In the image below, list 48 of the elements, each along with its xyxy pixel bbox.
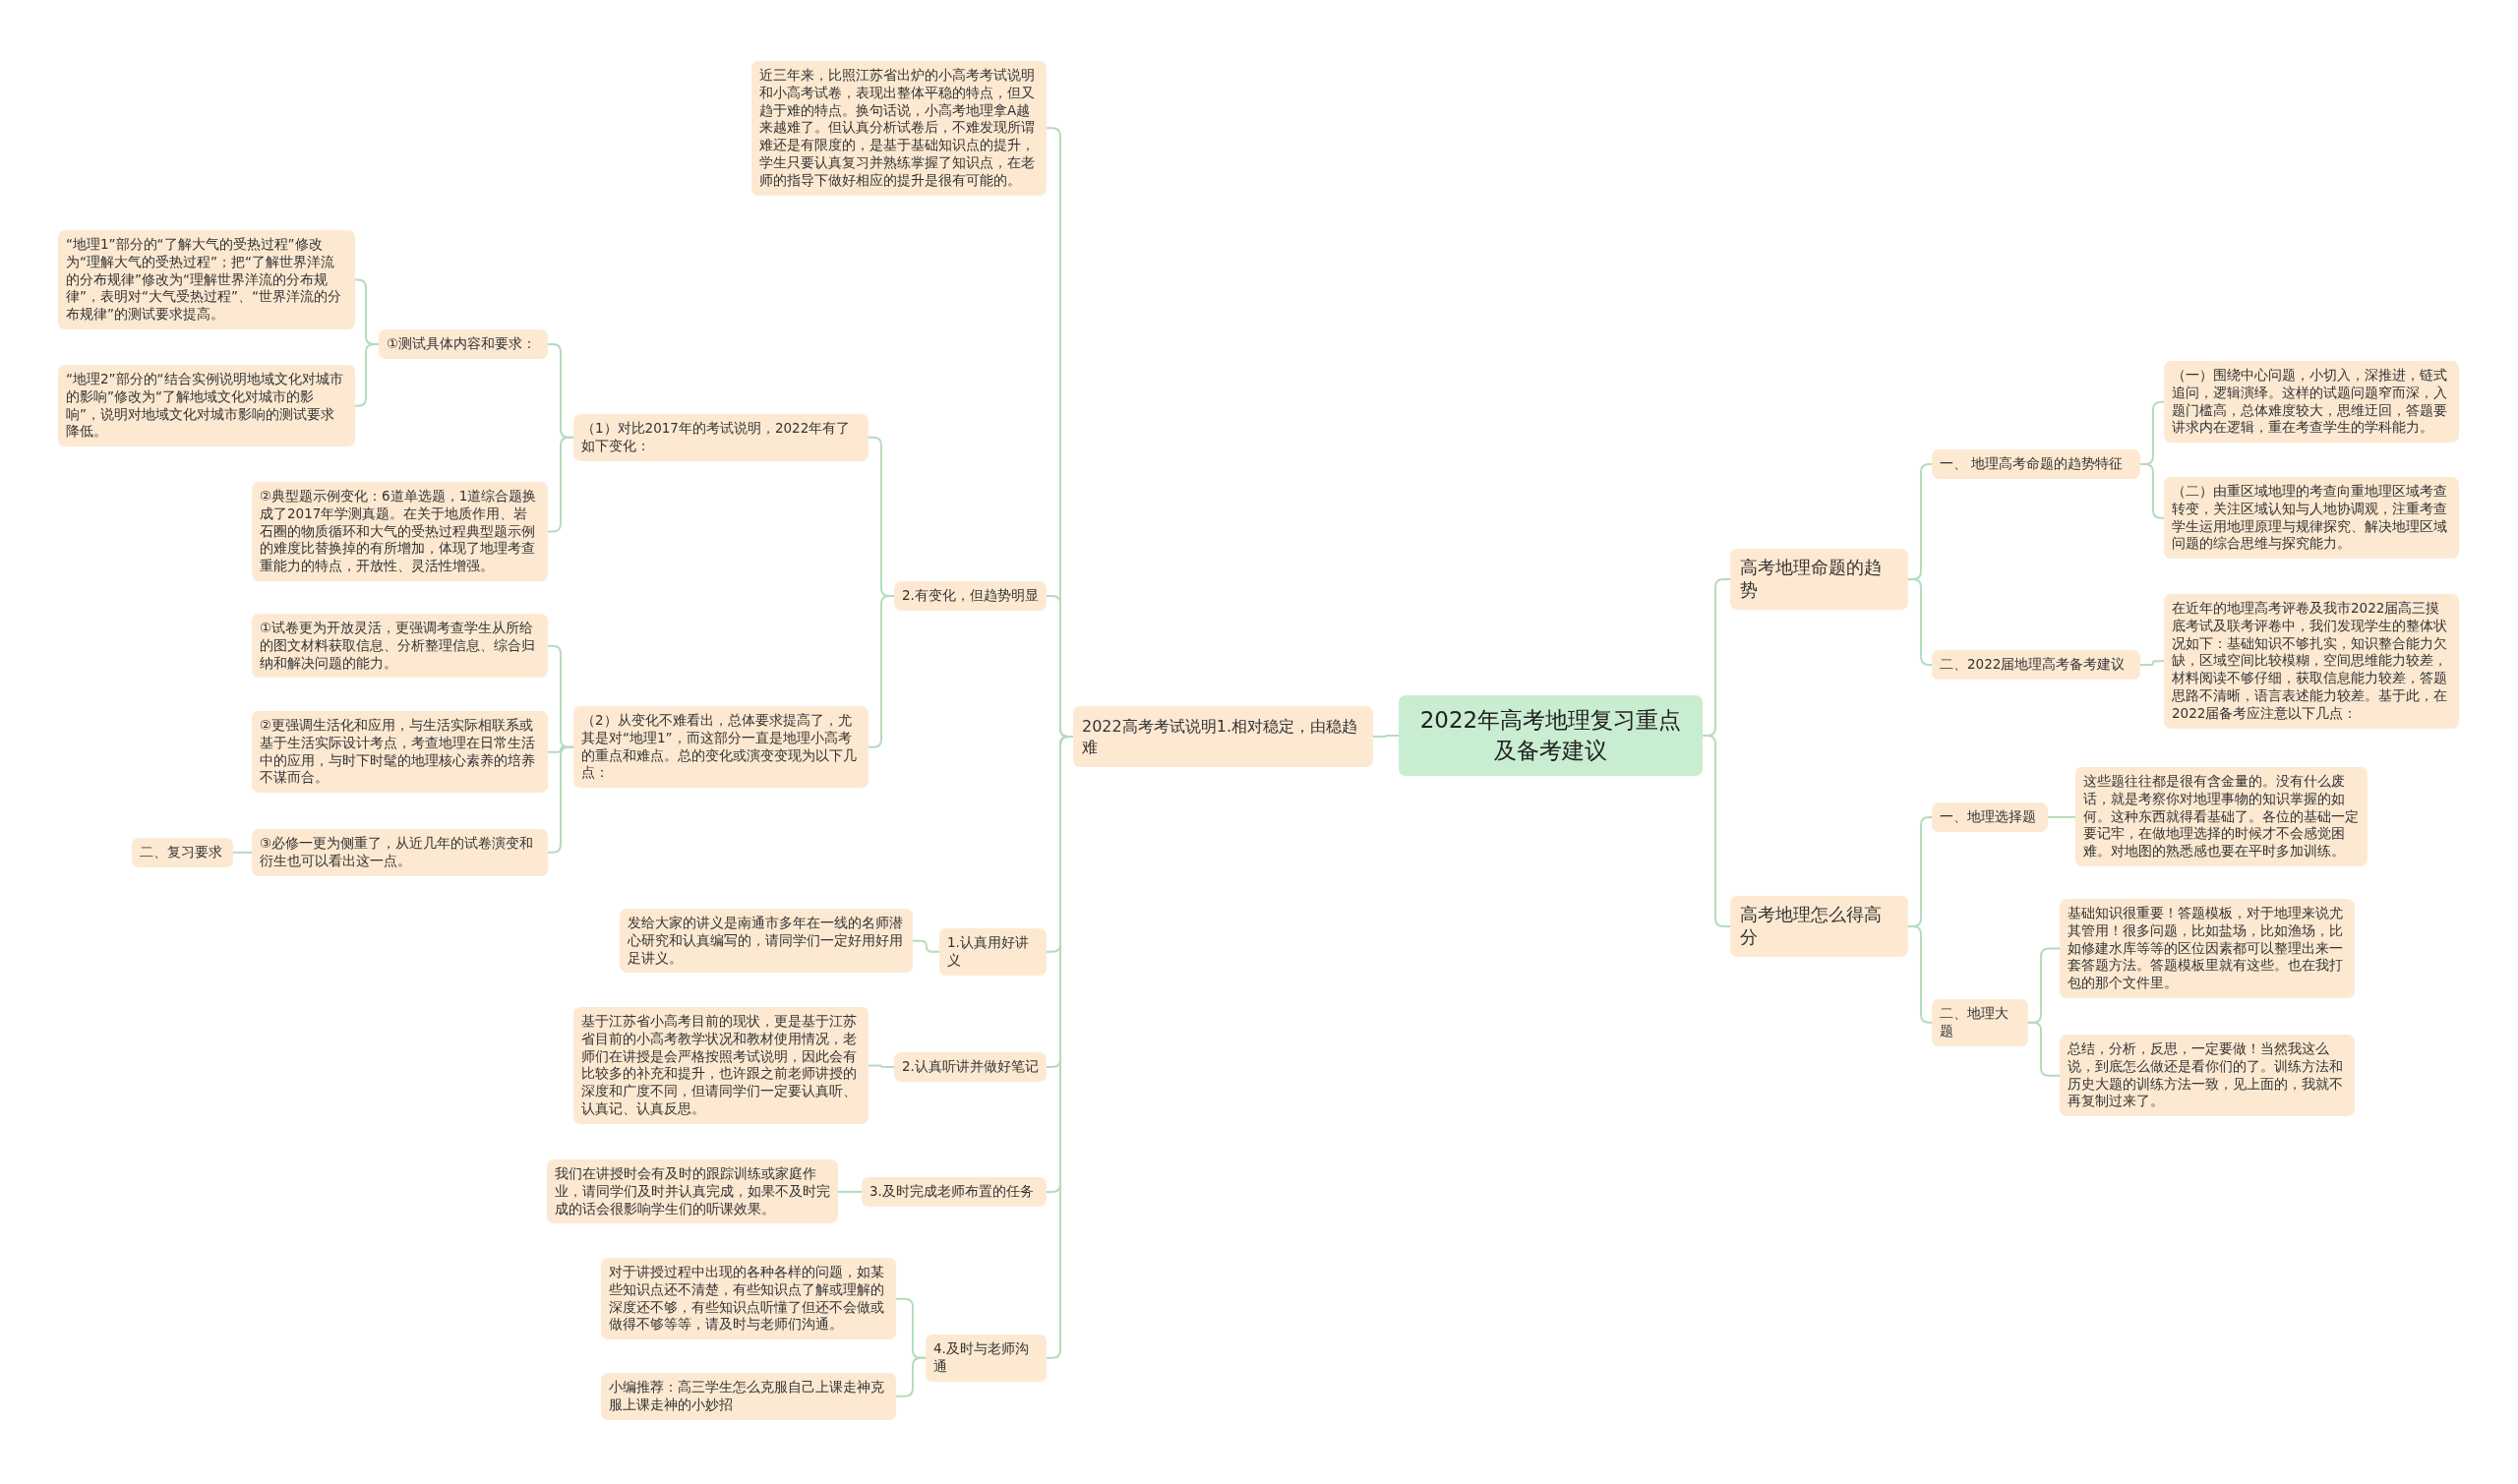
topic-box: （一）围绕中心问题，小切入，深推进，链式追问，逻辑演绎。这样的试题问题窄而深，入题门槛高，总体难度较大，思维迂回，答题要讲求内在逻辑，重在考查学生的学科能力。 <box>2164 361 2459 444</box>
topic-box: ②更强调生活化和应用，与生活实际相联系或基于生活实际设计考点，考查地理在日常生活中的应用，与时下时髦的地理核心素养的培养不谋而合。 <box>252 711 548 794</box>
topic-box: 2022高考考试说明1.相对稳定，由稳趋难 <box>1073 706 1373 768</box>
topic-box: 基于江苏省小高考目前的现状，更是基于江苏省目前的小高考教学状况和教材使用情况，老师们在讲授是会严格按照考试说明，因此会有比较多的补充和提升，也许跟之前老师讲授的深度和广度不同，但请同学们一定要认真听、认真记、认真反思。 <box>573 1007 869 1124</box>
connector-line <box>1907 925 1933 1024</box>
topic-box: 4.及时与老师沟通 <box>926 1335 1047 1382</box>
topic-box: 近三年来，比照江苏省出炉的小高考考试说明和小高考试卷，表现出整体平稳的特点，但又趋于难的特点。换句话说，小高考地理拿A越来越难了。但认真分析试卷后，不难发现所谓难还是有限度的，是基于基础知识点的提升，学生只要认真复习并熟练掌握了知识点，在老师的指导下做好相应的提升是很有可能的。 <box>751 61 1047 196</box>
topic-box: 发给大家的讲义是南通市多年在一线的名师潜心研究和认真编写的，请同学们一定好用好用足讲义。 <box>620 909 913 974</box>
connector-line <box>2139 660 2165 666</box>
topic-box: 二、2022届地理高考备考建议 <box>1932 650 2140 680</box>
topic-box: 一、地理选择题 <box>1932 802 2048 832</box>
topic-box: 对于讲授过程中出现的各种各样的问题，如某些知识点还不清楚，有些知识点了解或理解的深度还不够，有些知识点听懂了但还不会做或做得不够等等，请及时与老师们沟通。 <box>601 1258 896 1340</box>
connector-line <box>2027 1021 2061 1077</box>
connector-line <box>354 342 380 407</box>
topic-box: 3.及时完成老师布置的任务 <box>862 1177 1047 1207</box>
topic-box: 二、地理大题 <box>1932 999 2028 1046</box>
topic-box: ①试卷更为开放灵活，更强调考查学生从所给的图文材料获取信息、分析整理信息、综合归纳和解决问题的能力。 <box>252 614 548 679</box>
topic-box: 基础知识很重要！答题模板，对于地理来说尤其管用！很多问题，比如盐场，比如渔场，比如修建水库等等的区位因素都可以整理出来一套答题方法。答题模板里就有这些。也在我打包的那个文件里。 <box>2060 899 2355 999</box>
connector-line <box>2047 815 2076 818</box>
topic-box: 在近年的地理高考评卷及我市2022届高三摸底考试及联考评卷中，我们发现学生的整体状况如下：基础知识不够扎实，知识整合能力欠缺，区域空间比较模糊，空间思维能力较差，材料阅读不够仔细，获取信息能力较差，答题思路不清晰，语言表述能力较差。基于此，在2022届备考应注意以下几点： <box>2164 594 2459 729</box>
connector-line <box>912 939 940 953</box>
topic-box: 这些题往往都是很有含金量的。没有什么废话，就是考察你对地理事物的知识掌握的如何。这种东西就得看基础了。各位的基础一定要记牢，在做地理选择的时候才不会感觉困难。对地图的熟悉感也要在平时多加训练。 <box>2075 767 2368 867</box>
topic-box: “地理1”部分的“了解大气的受热过程”修改为“理解大气的受热过程”；把“了解世界洋流的分布规律”修改为“理解世界洋流的分布规律”，表明对“大气受热过程”、“世界洋流的分布规律”的测试要求提高。 <box>58 230 355 330</box>
topic-box: 1.认真用好讲义 <box>939 928 1047 976</box>
connector-line <box>837 1190 863 1193</box>
connector-line <box>868 1064 895 1068</box>
connector-line <box>1907 578 1933 666</box>
topic-box: ②典型题示例变化：6道单选题，1道综合题换成了2017年学测真题。在关于地质作用、岩石圈的物质循环和大气的受热过程典型题示例的难度比替换掉的有所增加，体现了地理考查重能力的特点，开放性、灵活性增强。 <box>252 482 548 582</box>
topic-box: 我们在讲授时会有及时的跟踪训练或家庭作业，请同学们及时并认真完成，如果不及时完成的话会很影响学生们的听课效果。 <box>547 1159 838 1224</box>
connector-line <box>895 1356 927 1397</box>
connector-line <box>2139 462 2165 519</box>
central-topic: 2022年高考地理复习重点及备考建议 <box>1399 695 1703 777</box>
topic-box: 小编推荐：高三学生怎么克服自己上课走神克服上课走神的小妙招 <box>601 1373 896 1420</box>
topic-box: ①测试具体内容和要求： <box>379 329 548 359</box>
topic-box: 二、复习要求 <box>132 838 233 867</box>
topic-box: 高考地理怎么得高分 <box>1730 896 1908 958</box>
topic-box: 高考地理命题的趋势 <box>1730 549 1908 611</box>
topic-box: 2.有变化，但趋势明显 <box>894 581 1047 611</box>
connector-line <box>232 851 253 854</box>
topic-box: （二）由重区域地理的考查向重地理区域考查转变，关注区域认知与人地协调观，注重考查学生运用地理原理与规律探究、解决地理区域问题的综合思维与探究能力。 <box>2164 477 2459 560</box>
topic-box: 一、 地理高考命题的趋势特征 <box>1932 449 2140 479</box>
topic-box: ③必修一更为侧重了，从近几年的试卷演变和衍生也可以看出这一点。 <box>252 829 548 876</box>
topic-box: 2.认真听讲并做好笔记 <box>894 1052 1047 1082</box>
topic-box: （1）对比2017年的考试说明，2022年有了如下变化： <box>573 414 869 461</box>
topic-box: （2）从变化不难看出，总体要求提高了，尤其是对“地理1”，而这部分一直是地理小高考的重点和难点。总的变化或演变变现为以下几点： <box>573 706 869 789</box>
topic-box: “地理2”部分的“结合实例说明地域文化对城市的影响”修改为“了解地域文化对城市的影响”，说明对地域文化对城市影响的测试要求降低。 <box>58 365 355 447</box>
topic-box: 总结，分析，反思，一定要做！当然我这么说，到底怎么做还是看你们的了。训练方法和历史大题的训练方法一致，见上面的，我就不再复制过来了。 <box>2060 1035 2355 1117</box>
connector-line <box>1372 735 1400 739</box>
